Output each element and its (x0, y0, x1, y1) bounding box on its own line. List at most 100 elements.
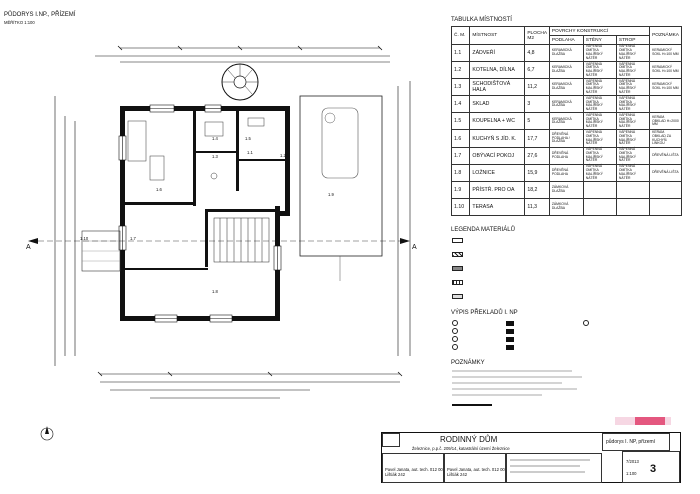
cell-ceiling: VÁPENNÁ OMÍTKA MALÍŘSKÝ NÁTĚR (615, 43, 651, 63)
cell-num: 1.10 (450, 197, 471, 216)
author-a: Pavel Janata, aut. tech. 012 00 Lištiák … (385, 467, 443, 477)
cell-floor: ZÁMKOVÁ DLAŽBA (548, 180, 584, 199)
cell-area: 5 (524, 112, 550, 131)
legend-swatch (452, 279, 463, 285)
legend-swatch (452, 237, 463, 243)
cell-area: 27,6 (524, 146, 550, 165)
cell-area: 11,3 (524, 197, 550, 216)
lintel-icon (452, 336, 458, 342)
room-label-1.2: 1.2 (280, 153, 286, 158)
cell-name: PŘÍSTŘ. PRO OA (469, 180, 526, 199)
cell-num: 1.3 (450, 78, 471, 97)
section-mark-right: A (412, 244, 417, 251)
cell-note: KERAMICKÝ SOKL H=100 MM (649, 61, 682, 80)
room-label-1.3: 1.3 (212, 154, 218, 159)
cell-note: DŘEVĚNÁ LIŠTA (649, 146, 682, 165)
scale-value: 1:100 (626, 471, 637, 476)
cell-area: 3 (524, 95, 550, 114)
room-label-1.10: 1.10 (80, 236, 89, 241)
sheet-number: 3 (650, 463, 657, 475)
cell-area: 11,2 (524, 78, 550, 97)
project-title: RODINNÝ DŮM (440, 435, 498, 444)
cell-area: 18,2 (524, 180, 550, 199)
cell-walls: VÁPENNÁ OMÍTKA MALÍŘSKÝ NÁTĚR (582, 95, 617, 114)
plan-scale: MĚŘÍTKO 1:100 (4, 20, 35, 25)
cell-note: KERAMICKÝ SOKL H=100 MM (649, 43, 682, 63)
cell-name: KOTELNA, DÍLNA (469, 61, 526, 80)
legend-item (452, 278, 466, 286)
room-label-1.7: 1.7 (130, 236, 136, 241)
lintel-icon (452, 320, 458, 326)
cell-num: 1.1 (450, 43, 471, 63)
legend-item (452, 292, 466, 300)
tb-cell-logo (382, 433, 400, 447)
cell-area: 6,7 (524, 61, 550, 80)
lintel-icon (452, 328, 458, 334)
cell-ceiling: VÁPENNÁ OMÍTKA MALÍŘSKÝ NÁTĚR (615, 95, 651, 114)
room-table-title: TABULKA MÍSTNOSTÍ (451, 17, 512, 23)
cell-name: TERASA (469, 197, 526, 216)
cell-note: DŘEVĚNÁ LIŠTA (649, 163, 682, 182)
room-label-1.5: 1.5 (245, 136, 251, 141)
cell-note (649, 197, 682, 216)
header-floor: PODLAHA (548, 35, 584, 45)
cell-walls (582, 180, 617, 199)
cell-ceiling: VÁPENNÁ OMÍTKA MALÍŘSKÝ NÁTĚR (615, 129, 651, 148)
legend-item (452, 250, 466, 258)
cell-num: 1.8 (450, 163, 471, 182)
project-location: Železnice, p.p.č. 209/14, katastrální úz… (412, 446, 510, 451)
cell-floor: KERAMICKÁ DLAŽBA (548, 78, 584, 97)
lintels-title: VÝPIS PŘEKLADŮ I. NP (451, 310, 518, 316)
cell-floor: KERAMICKÁ DLAŽBA (548, 95, 584, 114)
lintel-item (452, 344, 461, 350)
cell-walls: VÁPENNÁ OMÍTKA MALÍŘSKÝ NÁTĚR (582, 129, 617, 148)
legend-swatch (452, 293, 463, 299)
tb-cell-drawing (602, 433, 670, 451)
cell-name: KOUPELNA + WC (469, 112, 526, 131)
header-walls: STĚNY (582, 35, 617, 45)
lintel-item (452, 336, 461, 342)
lintel-swatches (506, 321, 514, 350)
room-label-1.1: 1.1 (247, 150, 253, 155)
cell-area: 4,8 (524, 43, 550, 63)
notes-lines (452, 370, 582, 406)
title-block: RODINNÝ DŮM Železnice, p.p.č. 209/14, ka… (381, 432, 681, 483)
cell-area: 15,9 (524, 163, 550, 182)
cell-ceiling: VÁPENNÁ OMÍTKA MALÍŘSKÝ NÁTĚR (615, 78, 651, 97)
cell-ceiling: VÁPENNÁ OMÍTKA MALÍŘSKÝ NÁTĚR (615, 163, 651, 182)
drawing-name: půdorys I. NP, přízemí (606, 439, 656, 445)
cell-num: 1.2 (450, 61, 471, 80)
room-label-1.4: 1.4 (212, 136, 218, 141)
cell-num: 1.7 (450, 146, 471, 165)
logo (615, 414, 675, 426)
cell-ceiling: VÁPENNÁ OMÍTKA MALÍŘSKÝ NÁTĚR (615, 112, 651, 131)
cell-walls: VÁPENNÁ OMÍTKA MALÍŘSKÝ NÁTĚR (582, 43, 617, 63)
cell-walls (582, 197, 617, 216)
cell-name: SKLAD (469, 95, 526, 114)
cell-area: 17,7 (524, 129, 550, 148)
lintel-item (583, 320, 592, 326)
header-name: MÍSTNOST (469, 26, 526, 45)
section-mark-left: A (26, 244, 31, 251)
header-num: Č. M. (450, 26, 471, 45)
cell-num: 1.6 (450, 129, 471, 148)
header-ceiling: STROP (615, 35, 651, 45)
lintel-item (452, 320, 461, 326)
header-note: POZNÁMKA (649, 26, 682, 45)
cell-note: KERAM. OBKLAD H=2000 MM (649, 112, 682, 131)
cell-name: ZÁDVEŘÍ (469, 43, 526, 63)
cell-name: OBÝVACÍ POKOJ (469, 146, 526, 165)
legend-item (452, 236, 466, 244)
cell-ceiling (615, 180, 651, 199)
tb-cell-b (444, 453, 506, 483)
header-area: PLOCHA M2 (524, 26, 550, 45)
logo-icon (615, 417, 671, 425)
